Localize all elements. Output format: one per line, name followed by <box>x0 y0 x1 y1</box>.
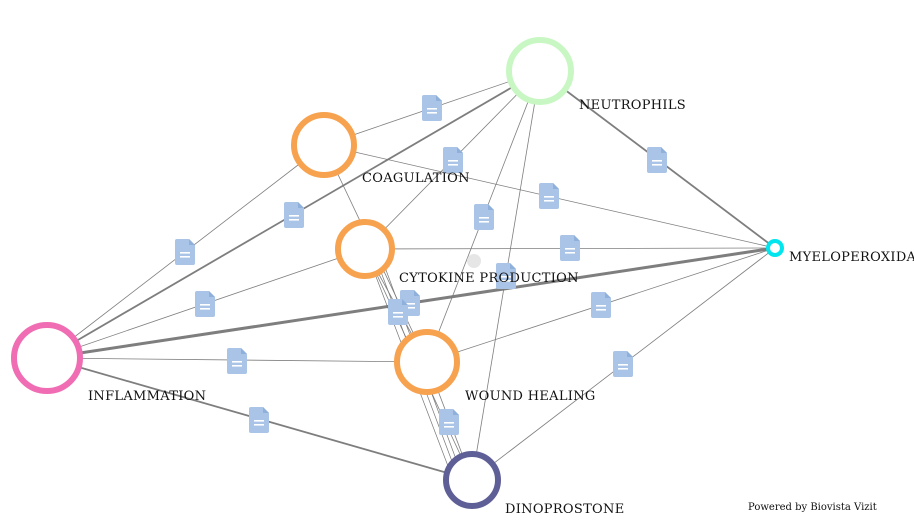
document-icon[interactable] <box>474 204 494 230</box>
document-icon[interactable] <box>496 263 516 289</box>
node-label-neutrophils: NEUTROPHILS <box>579 98 686 113</box>
document-icon[interactable] <box>175 239 195 265</box>
document-icon[interactable] <box>284 202 304 228</box>
node-myeloperoxidase[interactable] <box>766 239 784 257</box>
labels-layer: INFLAMMATION NEUTROPHILS COAGULATION CYTOKI… <box>88 98 914 517</box>
document-icons-layer <box>175 95 667 435</box>
node-neutrophils[interactable] <box>506 37 574 105</box>
document-icon[interactable] <box>195 291 215 317</box>
document-icon[interactable] <box>591 292 611 318</box>
nodes-layer <box>11 37 784 509</box>
node-label-dinoprostone: DINOPROSTONE <box>505 502 624 517</box>
document-icon[interactable] <box>647 147 667 173</box>
node-coagulation[interactable] <box>291 112 357 178</box>
document-icon[interactable] <box>422 95 442 121</box>
document-icon[interactable] <box>539 183 559 209</box>
document-icon[interactable] <box>613 351 633 377</box>
node-cytokine-production[interactable] <box>335 219 395 279</box>
document-icon[interactable] <box>388 299 408 325</box>
document-icon[interactable] <box>227 348 247 374</box>
document-icon[interactable] <box>439 409 459 435</box>
powered-by-credit[interactable]: Powered by Biovista Vizit <box>748 502 877 513</box>
node-label-inflammation: INFLAMMATION <box>88 389 206 404</box>
node-wound-healing[interactable] <box>394 329 460 395</box>
node-inflammation[interactable] <box>11 322 83 394</box>
node-label-cytokine-production: CYTOKINE PRODUCTION <box>399 271 579 286</box>
node-label-myeloperoxidase: MYELOPEROXIDA <box>789 250 914 265</box>
node-label-coagulation: COAGULATION <box>362 171 470 186</box>
document-icon[interactable] <box>560 235 580 261</box>
node-dinoprostone[interactable] <box>443 451 501 509</box>
document-icon[interactable] <box>443 147 463 173</box>
node-label-wound-healing: WOUND HEALING <box>465 389 596 404</box>
document-icon[interactable] <box>249 407 269 433</box>
hover-dot <box>467 254 481 268</box>
